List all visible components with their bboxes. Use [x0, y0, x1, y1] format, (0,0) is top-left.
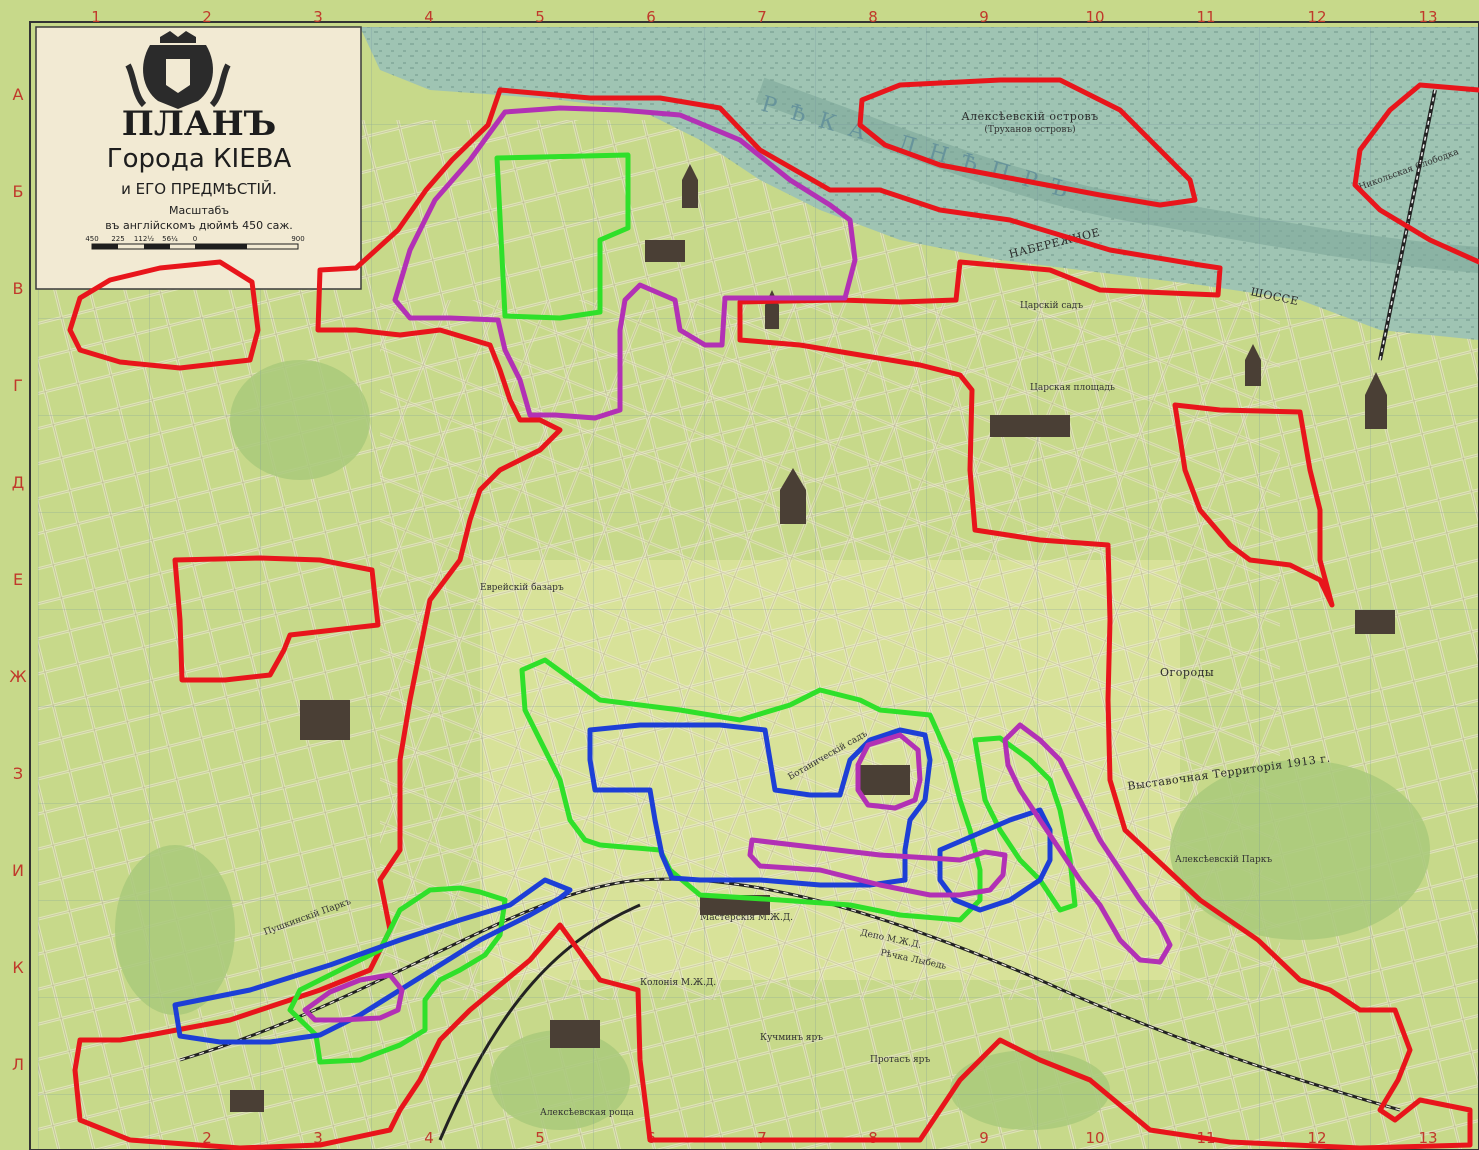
grid-column-label-bottom: 2	[202, 1129, 212, 1147]
masterskie-label: Мастерскія М.Ж.Д.	[700, 913, 793, 923]
green-zone-southwest	[287, 885, 508, 1065]
outline-zones	[67, 77, 1479, 1150]
island-sublabel: (Труханов островъ)	[984, 124, 1075, 135]
red-zone-west-mid	[172, 555, 381, 683]
building-icon	[230, 1090, 264, 1112]
alekseevskaya-rosha-label: Алексѣевская роща	[540, 1108, 634, 1118]
tsarskiy-sad-label: Царскій садъ	[1020, 301, 1083, 311]
grid-column-label: 6	[646, 8, 656, 26]
purple-zone-strip	[747, 837, 1008, 898]
evreyskiy-bazar-label: Еврейскій базаръ	[480, 582, 564, 593]
grid-column-label: 5	[535, 8, 545, 26]
grid-row-label: В	[13, 279, 24, 298]
grid-column-label: 2	[202, 8, 212, 26]
green-zone-top	[494, 152, 631, 321]
grid-column-label-bottom: 5	[535, 1129, 545, 1147]
red-zone-center	[72, 87, 1473, 1150]
alekseevskiy-park-label: Алексѣевскій Паркъ	[1175, 855, 1272, 865]
grid-row-label: Д	[12, 473, 25, 492]
grid-row-label: З	[13, 764, 23, 783]
scale-bar	[91, 243, 299, 250]
scale-tick-label: 450	[85, 235, 98, 243]
grid-column-label: 13	[1418, 8, 1437, 26]
scale-tick-label: 112½	[134, 235, 154, 243]
red-zone-west-top	[67, 259, 261, 371]
grid-column-label-bottom: 12	[1307, 1129, 1326, 1147]
cathedral-icon	[780, 468, 806, 524]
grid-column-label: 9	[979, 8, 989, 26]
grid-row-labels: А Б В Г Д Е Ж З И К Л	[9, 85, 26, 1074]
scale-text: въ англійскомъ дюймѣ 450 саж.	[105, 219, 293, 232]
grid-row-label: Л	[12, 1055, 24, 1074]
green-zone-right	[972, 735, 1078, 913]
purple-zone-top	[392, 105, 858, 421]
church-icon	[1365, 372, 1387, 429]
ogorody-label: Огороды	[1160, 666, 1214, 679]
protasov-yar-label: Протасъ яръ	[870, 1055, 930, 1065]
purple-zone-oval	[855, 732, 923, 811]
building-icon	[300, 700, 350, 740]
grid-row-label: Ж	[9, 667, 26, 686]
scale-tick-label: 225	[111, 235, 124, 243]
scale-tick-label: 56¼	[162, 235, 178, 243]
title-line-3: и ЕГО ПРЕДМѢСТІЙ.	[121, 179, 277, 198]
building-icon	[645, 240, 685, 262]
grid-row-label: Б	[13, 182, 24, 201]
grid-column-label: 1	[91, 8, 101, 26]
title-line-1: ПЛАНЪ	[122, 104, 277, 144]
tsarskaya-ploshad-label: Царская площадь	[1030, 383, 1115, 393]
blue-zone-southwest	[172, 877, 573, 1045]
green-zone-center	[519, 657, 983, 923]
scale-label: Масштабъ	[169, 204, 229, 217]
red-zone-island	[857, 77, 1198, 208]
red-zone-east	[1172, 402, 1335, 608]
grid-column-label-bottom: 3	[313, 1129, 323, 1147]
grid-column-label: 11	[1196, 8, 1215, 26]
grid-column-label: 12	[1307, 8, 1326, 26]
purple-zone-east	[1002, 722, 1173, 965]
title-line-2: Города КІЕВА	[107, 144, 292, 174]
grid-column-label: 3	[313, 8, 323, 26]
purple-zone-southwest	[302, 972, 405, 1023]
grid-column-label-bottom: 10	[1085, 1129, 1104, 1147]
grid-column-label-bottom: 13	[1418, 1129, 1437, 1147]
scale-tick-label: 0	[193, 235, 197, 243]
grid-row-label: И	[12, 861, 24, 880]
grid-row-label: К	[12, 958, 24, 977]
kolonia-label: Колонія М.Ж.Д.	[640, 978, 716, 988]
red-zone-slobodka	[1352, 82, 1479, 265]
church-icon	[1245, 344, 1261, 386]
scale-tick-label: 900	[291, 235, 304, 243]
grid-row-label: А	[13, 85, 24, 104]
building-icon	[550, 1020, 600, 1048]
title-cartouche: ПЛАНЪ Города КІЕВА и ЕГО ПРЕДМѢСТІЙ. Мас…	[35, 26, 362, 290]
coat-of-arms-icon	[125, 31, 231, 109]
grid-column-label: 10	[1085, 8, 1104, 26]
map-frame	[29, 21, 1479, 1150]
grid-row-label: Е	[13, 570, 23, 589]
building-icon	[1355, 610, 1395, 634]
grid-column-label: 4	[424, 8, 434, 26]
island-label: Алексѣевскій островъ	[961, 110, 1098, 123]
building-icon	[990, 415, 1070, 437]
building-icon	[860, 765, 910, 795]
landmark-buildings	[230, 164, 1395, 1112]
church-icon	[682, 164, 698, 208]
grid-row-label: Г	[13, 376, 23, 395]
grid-column-label-bottom: 9	[979, 1129, 989, 1147]
grid-column-label: 8	[868, 8, 878, 26]
grid-column-label: 7	[757, 8, 767, 26]
kuchmin-yar-label: Кучминъ яръ	[760, 1033, 823, 1043]
grid-column-label-bottom: 4	[424, 1129, 434, 1147]
scale-ticks: 450 225 112½ 56¼ 0 900	[85, 235, 304, 243]
blue-zone-center	[587, 722, 933, 888]
